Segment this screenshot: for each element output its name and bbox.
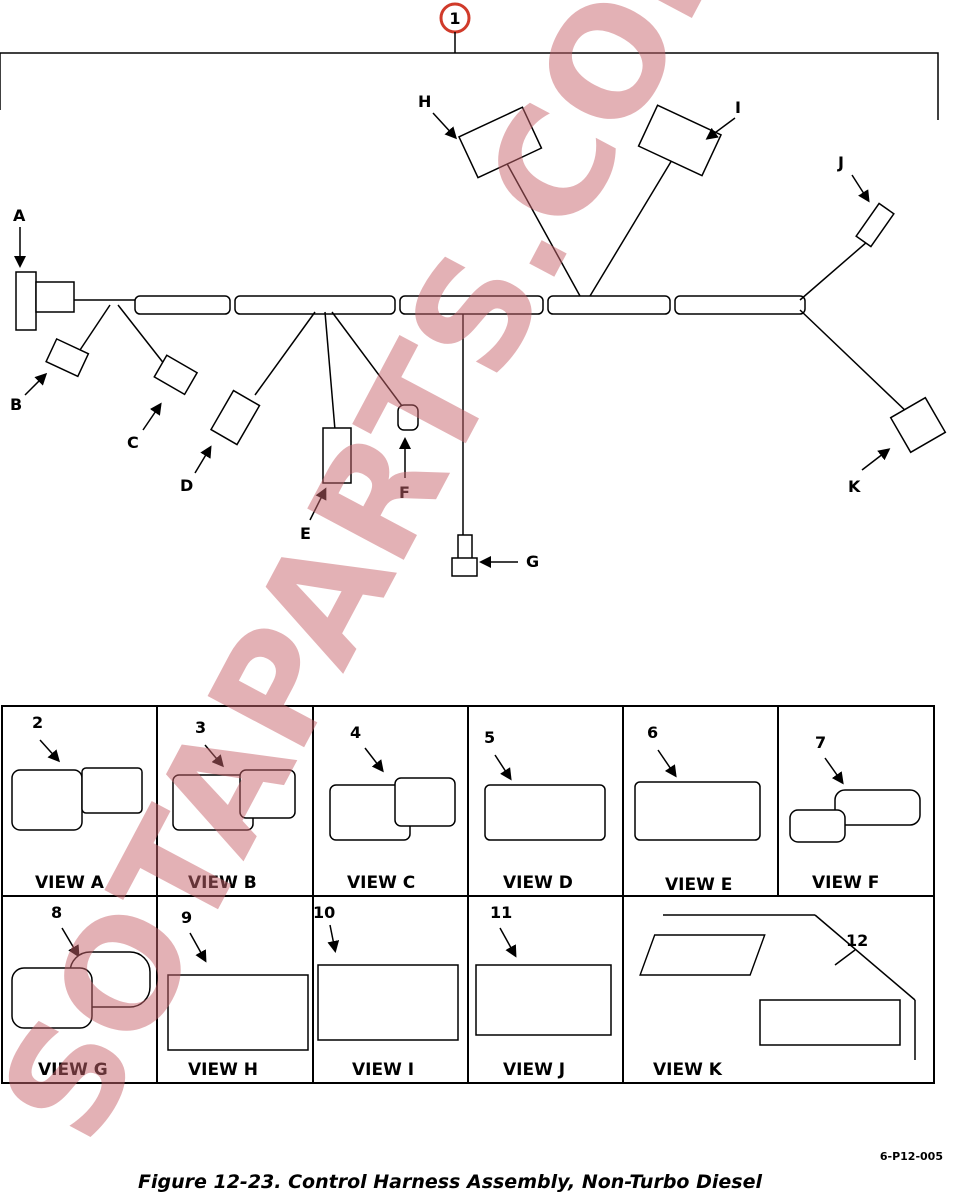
svg-text:VIEW I: VIEW I (352, 1060, 414, 1080)
connector-c (153, 354, 199, 396)
svg-text:5: 5 (484, 728, 495, 747)
label-i: I (735, 98, 741, 117)
view-b: 3 VIEW B (172, 718, 296, 893)
view-c: 4 VIEW C (329, 723, 456, 893)
label-d: D (180, 476, 193, 495)
view-i: 10 VIEW I (313, 903, 459, 1080)
connector-g (451, 557, 478, 577)
svg-text:VIEW H: VIEW H (188, 1060, 258, 1080)
view-k: 12 VIEW K (639, 914, 916, 1080)
figure-caption: Figure 12-23. Control Harness Assembly, … (138, 1171, 762, 1193)
connector-i (637, 104, 723, 177)
svg-text:VIEW E: VIEW E (665, 875, 732, 895)
views-grid (1, 705, 935, 1084)
connector-b (45, 337, 90, 378)
label-e: E (300, 524, 311, 543)
svg-text:VIEW A: VIEW A (35, 873, 105, 893)
svg-text:3: 3 (195, 718, 206, 737)
view-f: 7 VIEW F (789, 733, 921, 893)
svg-text:12: 12 (846, 931, 868, 950)
svg-text:VIEW K: VIEW K (653, 1060, 723, 1080)
label-h: H (418, 92, 431, 111)
callout-number: 1 (449, 9, 460, 28)
harness-trunk (15, 271, 806, 331)
assembly-bracket (0, 52, 939, 120)
svg-text:VIEW J: VIEW J (503, 1060, 565, 1080)
connector-j (855, 202, 895, 248)
svg-text:VIEW B: VIEW B (188, 873, 257, 893)
svg-text:VIEW D: VIEW D (503, 873, 573, 893)
svg-text:VIEW G: VIEW G (38, 1060, 108, 1080)
label-f: F (399, 483, 410, 502)
label-a: A (13, 206, 26, 225)
view-j: 11 VIEW J (475, 903, 612, 1080)
svg-text:10: 10 (313, 903, 335, 922)
label-c: C (127, 433, 139, 452)
connector-k (889, 396, 947, 454)
view-e: 6 VIEW E (634, 723, 761, 895)
svg-text:2: 2 (32, 713, 43, 732)
harness-labels: A B C D E F G H I J K (10, 92, 891, 571)
figure-code: 6-P12-005 (880, 1150, 943, 1163)
view-h: 9 VIEW H (167, 908, 309, 1080)
view-d: 5 VIEW D (484, 728, 606, 893)
svg-text:11: 11 (490, 903, 512, 922)
item-1-callout: 1 (0, 2, 939, 120)
connector-d (209, 389, 261, 446)
harness-branches (79, 154, 911, 535)
connector-h (457, 106, 543, 179)
connector-g-body (457, 534, 473, 561)
connector-f (397, 404, 419, 431)
svg-text:4: 4 (350, 723, 361, 742)
svg-text:7: 7 (815, 733, 826, 752)
label-k: K (848, 477, 861, 496)
label-g: G (526, 552, 539, 571)
harness-connectors (45, 104, 947, 577)
view-g: 8 VIEW G (11, 903, 151, 1080)
label-j: J (837, 153, 844, 172)
svg-text:8: 8 (51, 903, 62, 922)
svg-text:VIEW C: VIEW C (347, 873, 415, 893)
view-a: 2 VIEW A (11, 713, 143, 893)
svg-text:6: 6 (647, 723, 658, 742)
label-b: B (10, 395, 22, 414)
svg-text:9: 9 (181, 908, 192, 927)
connector-e (322, 427, 352, 484)
svg-text:VIEW F: VIEW F (812, 873, 879, 893)
